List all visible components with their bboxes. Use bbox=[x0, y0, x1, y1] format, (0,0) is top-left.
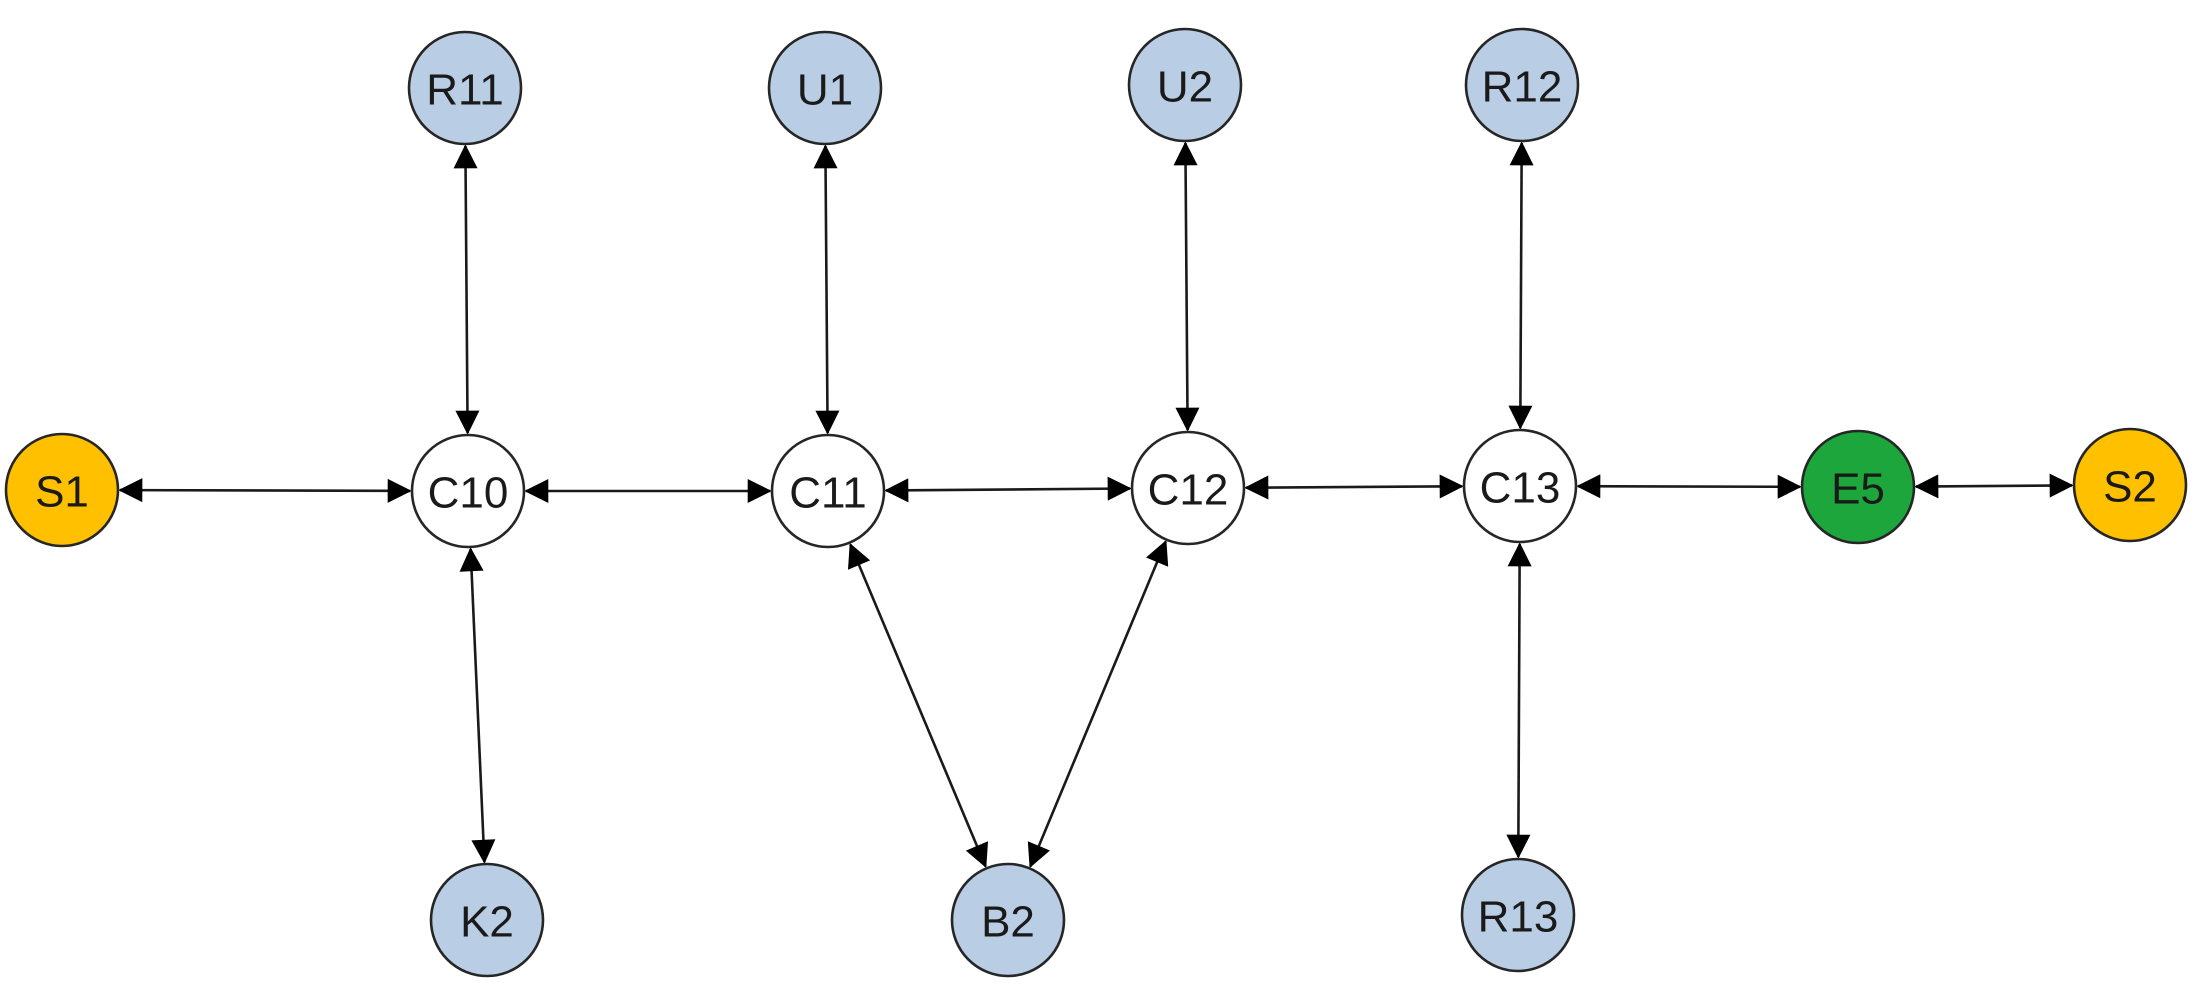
node-label-U2: U2 bbox=[1157, 63, 1213, 112]
node-circle-C12 bbox=[1130, 430, 1246, 546]
node-R11: R11 bbox=[407, 30, 523, 146]
node-circle-R12 bbox=[1464, 27, 1580, 143]
node-R13: R13 bbox=[1460, 857, 1576, 973]
node-label-R11: R11 bbox=[426, 66, 503, 115]
node-label-E5: E5 bbox=[1831, 465, 1885, 514]
node-label-C10: C10 bbox=[428, 469, 509, 518]
node-C12: C12 bbox=[1130, 430, 1246, 546]
edge-U1-C11 bbox=[813, 144, 840, 435]
edge-C11-B2 bbox=[847, 542, 989, 869]
node-circle-S2 bbox=[2072, 427, 2188, 543]
node-circle-R11 bbox=[407, 30, 523, 146]
edge-U2-C12 bbox=[1173, 141, 1200, 432]
node-circle-R13 bbox=[1460, 857, 1576, 973]
edge-C12-B2 bbox=[1027, 539, 1169, 869]
node-C11: C11 bbox=[770, 433, 886, 549]
edge-C12-C13 bbox=[1244, 474, 1464, 500]
node-C10: C10 bbox=[410, 433, 526, 549]
node-circle-C11 bbox=[770, 433, 886, 549]
node-label-R12: R12 bbox=[1482, 63, 1563, 112]
node-label-C11: C11 bbox=[789, 469, 866, 518]
node-circle-U2 bbox=[1127, 27, 1243, 143]
edge-layer bbox=[118, 141, 2074, 869]
edge-R11-C10 bbox=[453, 144, 480, 435]
node-K2: K2 bbox=[429, 862, 545, 978]
node-C13: C13 bbox=[1462, 428, 1578, 544]
edge-C11-C12 bbox=[884, 476, 1132, 503]
node-S1: S1 bbox=[4, 432, 120, 548]
node-circle-E5 bbox=[1800, 429, 1916, 545]
edge-C13-E5 bbox=[1576, 474, 1802, 499]
node-label-C12: C12 bbox=[1148, 466, 1229, 515]
node-circle-C13 bbox=[1462, 428, 1578, 544]
edge-K2-C10 bbox=[459, 547, 496, 864]
edge-E5-S2 bbox=[1914, 473, 2074, 499]
node-B2: B2 bbox=[950, 862, 1066, 978]
node-circle-S1 bbox=[4, 432, 120, 548]
node-label-C13: C13 bbox=[1480, 464, 1561, 513]
node-label-S2: S2 bbox=[2103, 463, 2157, 512]
node-circle-K2 bbox=[429, 862, 545, 978]
node-U1: U1 bbox=[767, 30, 883, 146]
node-label-K2: K2 bbox=[460, 898, 514, 947]
edge-R12-C13 bbox=[1508, 141, 1534, 430]
node-U2: U2 bbox=[1127, 27, 1243, 143]
node-label-R13: R13 bbox=[1478, 893, 1559, 942]
node-label-S1: S1 bbox=[35, 468, 89, 517]
edge-S1-C10 bbox=[118, 478, 412, 503]
node-label-U1: U1 bbox=[797, 66, 853, 115]
node-S2: S2 bbox=[2072, 427, 2188, 543]
node-R12: R12 bbox=[1464, 27, 1580, 143]
node-circle-C10 bbox=[410, 433, 526, 549]
node-E5: E5 bbox=[1800, 429, 1916, 545]
node-circle-U1 bbox=[767, 30, 883, 146]
node-circle-B2 bbox=[950, 862, 1066, 978]
edge-R13-C13 bbox=[1506, 542, 1532, 859]
node-label-B2: B2 bbox=[981, 898, 1035, 947]
